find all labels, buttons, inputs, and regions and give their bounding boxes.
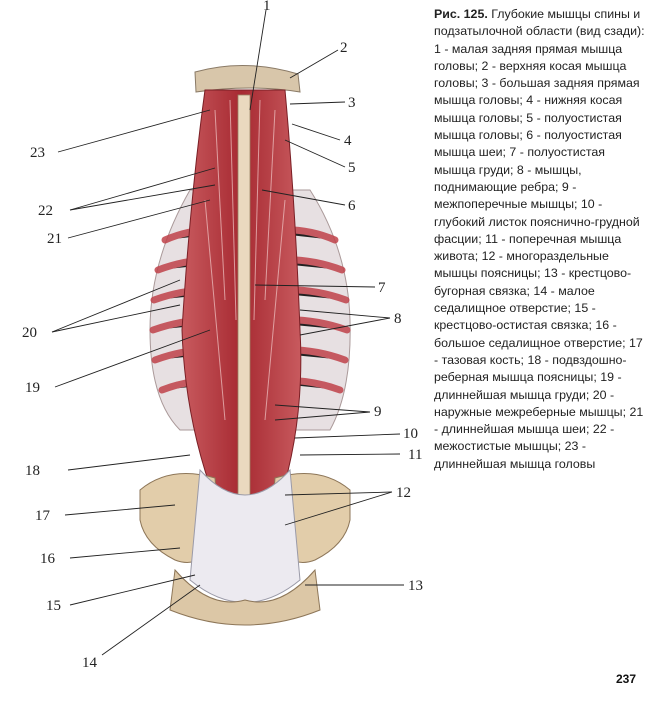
label-9: 9	[374, 404, 382, 420]
label-20: 20	[22, 325, 37, 341]
label-3: 3	[348, 95, 356, 111]
leader-lines	[51, 9, 404, 656]
label-8: 8	[394, 311, 402, 327]
label-17: 17	[35, 508, 51, 524]
skull-base	[194, 64, 301, 93]
label-23: 23	[30, 145, 45, 161]
label-14: 14	[82, 655, 98, 671]
label-18: 18	[25, 463, 40, 479]
label-2: 2	[340, 40, 348, 56]
label-13: 13	[408, 578, 423, 594]
spinous-processes	[237, 94, 251, 496]
label-7: 7	[378, 280, 386, 296]
muscle-fibers	[204, 99, 286, 421]
anatomy-figure: 1 2 3 4 5 6 7 8 9 10 11 12 13 14 15 16 1…	[22, 0, 423, 671]
page-number: 237	[616, 672, 637, 686]
ischial-area	[169, 568, 321, 626]
label-10: 10	[403, 426, 418, 442]
label-12: 12	[396, 485, 411, 501]
label-15: 15	[46, 598, 61, 614]
label-22: 22	[38, 203, 53, 219]
label-16: 16	[40, 551, 56, 567]
label-4: 4	[344, 133, 352, 149]
figure-caption: Рис. 125. Глубокие мышцы спины и подзаты…	[434, 6, 648, 473]
caption-text: Глубокие мышцы спины и подзатылочной обл…	[434, 7, 645, 471]
label-6: 6	[348, 198, 356, 214]
back-muscles-illustration: 1 2 3 4 5 6 7 8 9 10 11 12 13 14 15 16 1…	[22, 0, 423, 671]
label-21: 21	[47, 231, 62, 247]
label-11: 11	[408, 447, 422, 463]
sacrum-ligaments	[189, 468, 301, 603]
label-1: 1	[263, 0, 271, 14]
label-19: 19	[25, 380, 40, 396]
label-5: 5	[348, 160, 356, 176]
caption-title: Рис. 125.	[434, 7, 488, 21]
